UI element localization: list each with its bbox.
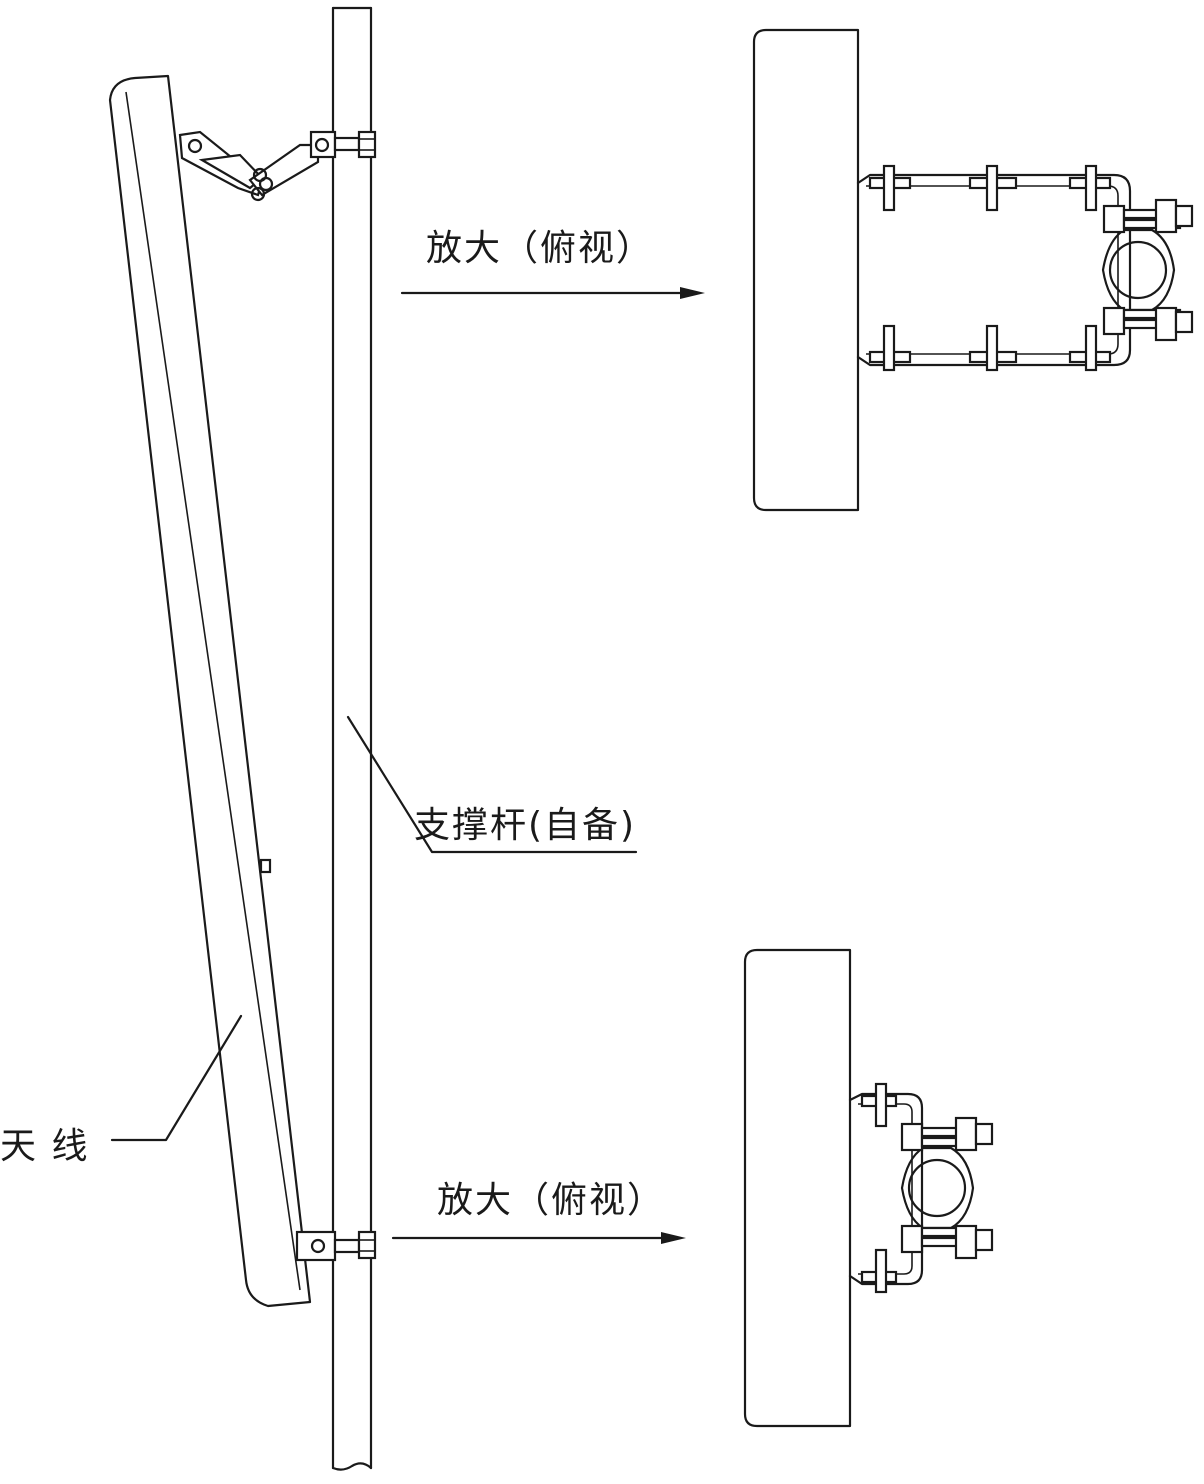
top-bracket-side [178,130,377,202]
bottom-plan-view [743,948,994,1428]
support-pole-label: 支撑杆(自备) [414,805,636,846]
antenna-side-view [108,74,312,1308]
antenna-label: 天 线 [0,1126,89,1167]
zoom-arrow-top [400,287,705,299]
zoom-label-bottom: 放大（俯视） [437,1180,665,1221]
top-plan-view [752,28,1194,512]
antenna-leader [110,1014,243,1142]
support-pole [331,6,373,1471]
zoom-label-top: 放大（俯视） [426,228,654,269]
bottom-bracket-side [295,1230,377,1262]
zoom-arrow-bottom [391,1232,686,1244]
support-pole-leader [346,715,638,854]
